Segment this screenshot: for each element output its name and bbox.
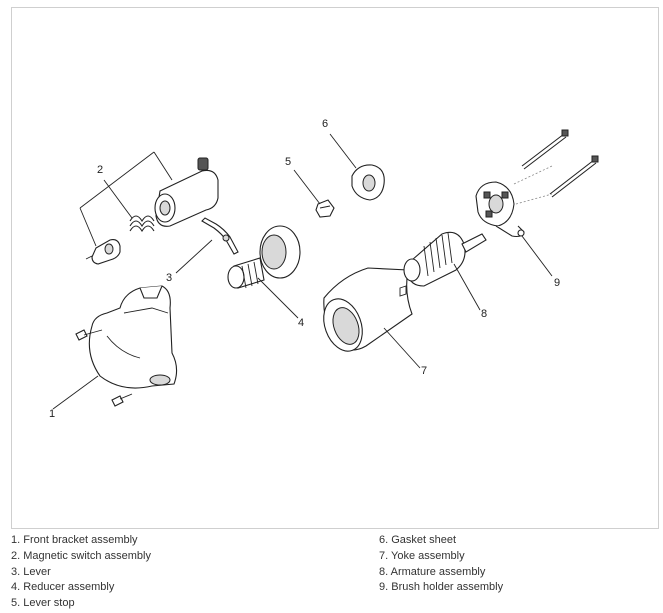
armature-assembly (403, 231, 487, 287)
legend-item: 1. Front bracket assembly (11, 534, 138, 546)
front-bracket-assembly (75, 285, 178, 407)
callout-4: 4 (298, 317, 304, 329)
magnetic-switch-assembly (85, 157, 219, 265)
callout-9: 9 (554, 277, 560, 289)
reducer-assembly (227, 225, 301, 289)
starter-motor-exploded-view: 1 2 3 4 5 6 7 8 9 (49, 118, 599, 420)
exploded-diagram-frame: 1 2 3 4 5 6 7 8 9 (11, 7, 659, 529)
leader-lines (52, 133, 553, 410)
legend-item: 3. Lever (11, 565, 51, 578)
lever (201, 217, 239, 255)
legend-item: 9. Brush holder assembly (379, 581, 504, 594)
legend-right-column: 6. Gasket sheet 7. Yoke assembly 8. Arma… (379, 533, 503, 596)
callout-5: 5 (285, 156, 291, 168)
legend-item: 4. Reducer assembly (11, 581, 115, 594)
brush-holder-assembly (475, 129, 599, 238)
callout-2: 2 (97, 164, 103, 176)
callout-3: 3 (166, 272, 172, 284)
legend-item: 2. Magnetic switch assembly (11, 549, 151, 562)
legend-left-column: 1. Front bracket assembly 2. Magnetic sw… (11, 533, 151, 612)
callout-7: 7 (421, 365, 427, 377)
legend-item: 8. Armature assembly (379, 565, 486, 578)
legend-item: 7. Yoke assembly (379, 549, 465, 562)
callout-6: 6 (322, 118, 328, 130)
callout-1: 1 (49, 408, 55, 420)
callout-numbers: 1 2 3 4 5 6 7 8 9 (49, 118, 560, 420)
lever-stop (315, 199, 335, 218)
callout-8: 8 (481, 308, 487, 320)
yoke-assembly (323, 267, 413, 352)
legend-item: 6. Gasket sheet (379, 534, 457, 546)
gasket-sheet (351, 164, 385, 201)
legend-item: 5. Lever stop (11, 597, 75, 610)
